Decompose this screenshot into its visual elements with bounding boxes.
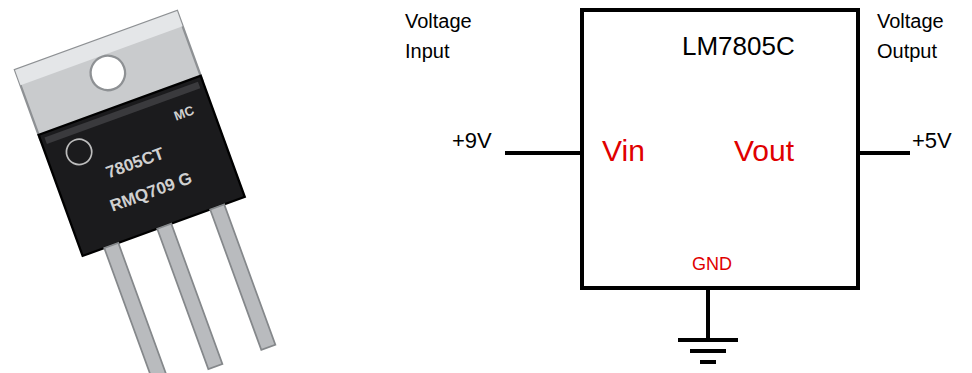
mounting-hole [86, 51, 130, 95]
pin-lead [157, 224, 222, 370]
chip-body [39, 76, 245, 256]
part-number: LM7805C [682, 32, 795, 62]
chip-marking: 7805CT [104, 145, 167, 182]
ground-symbol [678, 340, 738, 362]
body-edge [44, 82, 200, 144]
voltage-value: +5V [912, 124, 952, 157]
signal-label: Voltage Input [405, 6, 497, 66]
ground-bar [690, 349, 726, 353]
pin-name: GND [692, 254, 732, 275]
output-wire [858, 151, 910, 155]
ground-bar [678, 338, 738, 342]
chip-marking: MC [172, 103, 195, 122]
regulator-box: LM7805C Vin VoutGND [580, 8, 860, 290]
regulator-photo [15, 11, 296, 373]
pin-lead [210, 204, 275, 350]
pin-name: Vout [734, 134, 794, 169]
ground-bar [700, 360, 716, 364]
signal-label: Voltage Output [877, 6, 967, 66]
ground-wire [706, 288, 710, 340]
pin-name: Vin [602, 134, 645, 169]
pin-lead [104, 243, 169, 373]
input-wire [505, 151, 582, 155]
maker-logo [63, 136, 95, 168]
voltage-value: +9V [452, 124, 492, 157]
